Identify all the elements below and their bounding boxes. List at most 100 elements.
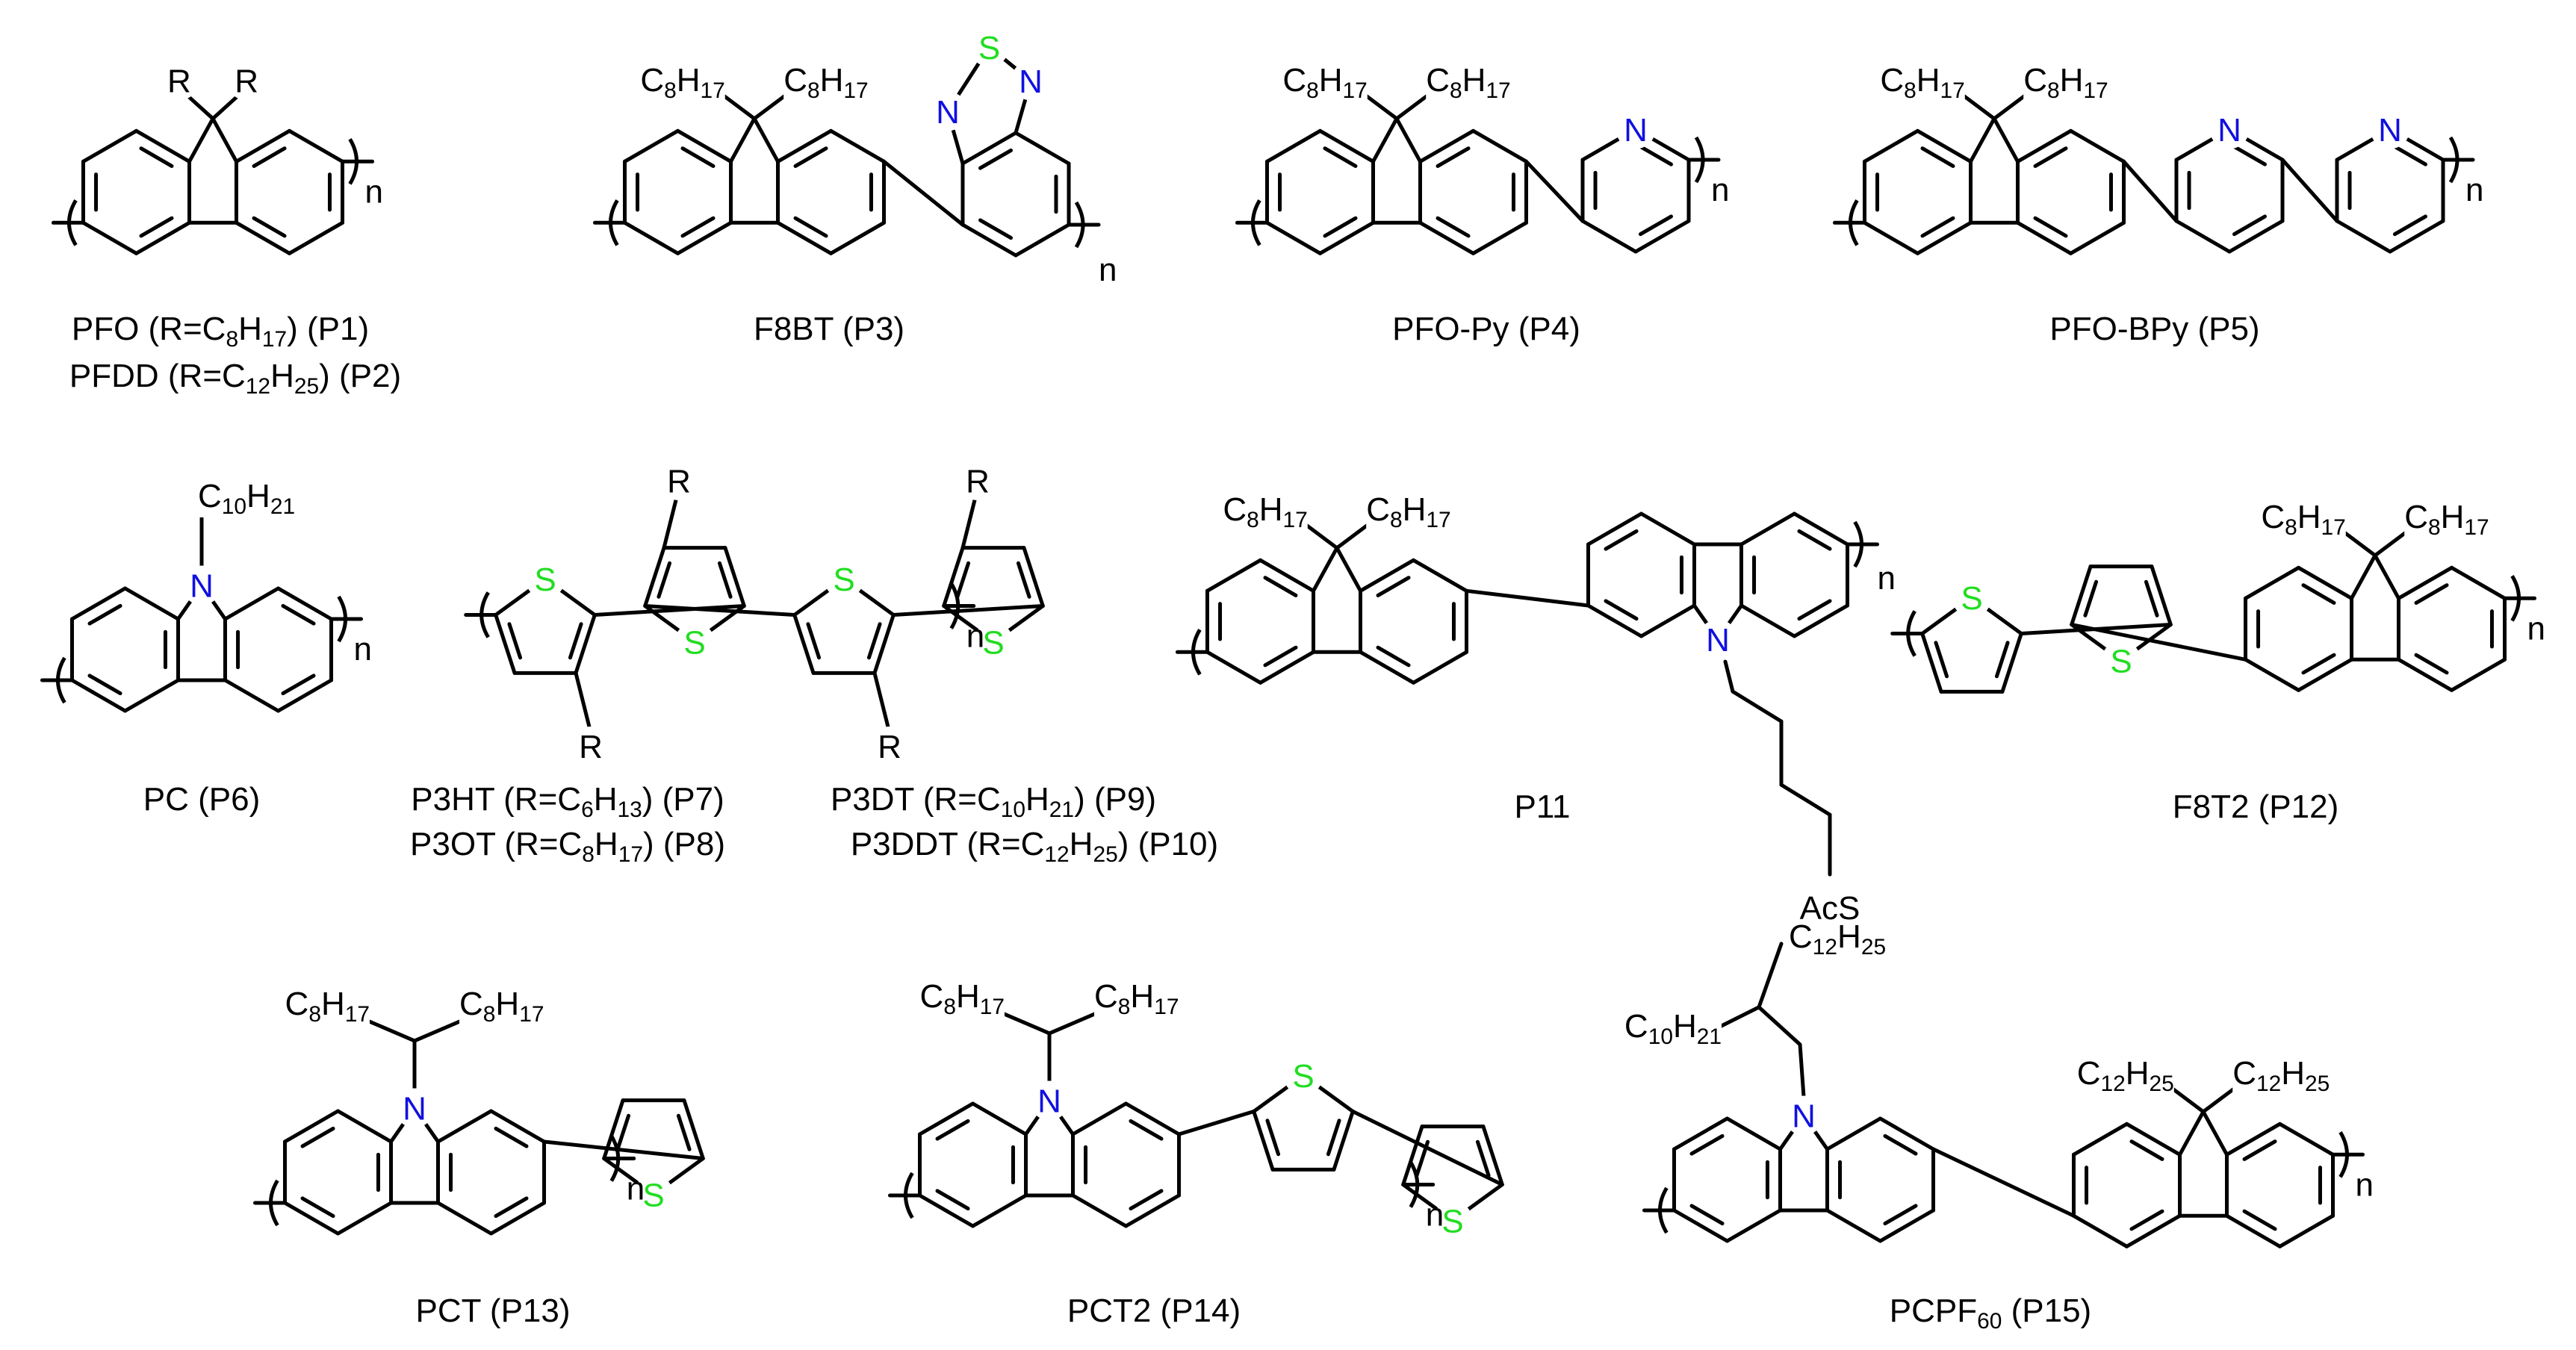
pfo-right-ring <box>234 128 345 255</box>
double-bond-inner <box>2301 653 2336 675</box>
bond <box>1258 558 1316 593</box>
bond <box>2450 657 2507 692</box>
bond <box>2224 1213 2282 1248</box>
bond <box>2174 219 2232 254</box>
pct2-right-ring <box>1070 1101 1182 1228</box>
f8bt-n1: N <box>936 94 960 131</box>
pct2-alkyl-right-mask <box>1094 980 1206 1018</box>
p11-cz-nitrogen-mask <box>1698 619 1738 659</box>
bond <box>829 128 887 164</box>
double-bond-inner <box>1604 529 1639 551</box>
caption-p10: P3DDT (R=C12H25) (P10) <box>851 826 1218 867</box>
double-bond-inner <box>935 1189 970 1211</box>
pc-paren-right <box>337 595 347 643</box>
f8bt-alkyl-right: C8H17 <box>783 62 868 103</box>
double-bond-inner <box>978 148 1014 170</box>
bond <box>276 586 334 621</box>
caption-p13: PCT (P13) <box>415 1293 570 1329</box>
double-bond-inner <box>978 218 1014 240</box>
double-bond-inner <box>1436 146 1471 168</box>
bond <box>622 220 680 255</box>
bond <box>1793 511 1850 547</box>
bond <box>1205 558 1262 593</box>
f8bt-n: n <box>1099 252 1117 288</box>
f8bt-n1-mask <box>928 91 968 131</box>
p3at-r4-mask <box>958 461 998 501</box>
pct2-alkyl-left-mask <box>893 980 1005 1018</box>
p3at-th4-sulfur-mask <box>973 622 1014 662</box>
double-bond-inner <box>1129 1189 1164 1211</box>
pct-paren-left <box>269 1179 279 1227</box>
p11-link <box>1465 588 1590 608</box>
pc-alkyl-mask <box>198 479 310 517</box>
bond <box>829 220 887 255</box>
pct-nitrogen: N <box>403 1091 426 1127</box>
p3at-th2-sulfur: S <box>683 625 705 662</box>
bond <box>2243 565 2300 600</box>
pfobpy-c9-bond <box>1992 116 2020 164</box>
caption-p2: PFDD (R=C12H25) (P2) <box>69 358 401 399</box>
pfo-left-ring <box>81 128 192 255</box>
double-bond-inner <box>2242 1209 2277 1231</box>
p11-paren-left <box>1191 629 1202 676</box>
bond <box>1793 603 1850 638</box>
double-bond-inner <box>507 622 523 660</box>
pct2-alkyl-left: C8H17 <box>920 978 1005 1019</box>
bond <box>1471 128 1529 164</box>
bond <box>1418 128 1475 164</box>
pfopy-alkyl-left: C8H17 <box>1282 62 1367 103</box>
double-bond-inner <box>139 146 174 168</box>
caption-p9: P3DT (R=C10H21) (P9) <box>831 781 1156 822</box>
pcpf-fl-alkyl-left-mask <box>2061 1057 2174 1095</box>
pcpf-n: n <box>2356 1166 2374 1203</box>
double-bond-inner <box>2392 144 2427 167</box>
pct2-paren-right <box>1409 1161 1420 1208</box>
f8bt-benzo-ring <box>960 131 1071 258</box>
caption-p6: PC (P6) <box>143 781 260 818</box>
bond <box>276 678 334 713</box>
pfo-paren-right <box>348 138 359 185</box>
pfo-r-right: R <box>235 63 258 100</box>
bond <box>872 612 896 675</box>
pfopy-n: n <box>1711 172 1729 208</box>
bond <box>1022 546 1045 609</box>
bond <box>2227 219 2285 254</box>
p11-cz-right-ring <box>1739 511 1850 638</box>
bond <box>2069 220 2126 255</box>
pfobpy-link <box>2280 158 2339 223</box>
double-bond-inner <box>1934 641 1949 679</box>
pfobpy-n1-mask <box>2209 109 2250 149</box>
bond <box>1739 511 1796 547</box>
p11-fl-alkyl-right: C8H17 <box>1366 491 1450 532</box>
double-bond-inner <box>1883 1204 1918 1226</box>
double-bond-inner <box>935 1119 970 1141</box>
bond <box>234 128 291 164</box>
f8bt-alkyl-right-mask <box>783 64 896 102</box>
double-bond-inner <box>955 561 971 599</box>
double-bond-inner <box>806 622 822 660</box>
pfobpy-n1: N <box>2217 112 2241 149</box>
pct-alkyl-bond <box>360 1016 417 1043</box>
double-bond-inner <box>1263 645 1298 668</box>
p11-fl-alkyl-right-mask <box>1366 494 1479 531</box>
caption-p14: PCT2 (P14) <box>1067 1293 1241 1329</box>
pct2-paren-left <box>904 1172 914 1219</box>
bond <box>1412 558 1469 593</box>
pfopy-link <box>1524 159 1585 223</box>
pct2-nitrogen-mask <box>1029 1080 1070 1121</box>
f8t2-th2-sulfur: S <box>2110 644 2132 680</box>
pfo-r-right-mask <box>226 60 267 101</box>
f8t2-fl-right-ring <box>2396 565 2507 692</box>
pct2-alkyl-bond <box>1047 1009 1104 1036</box>
pfobpy-c9-bond <box>1969 116 1996 164</box>
double-bond-inner <box>1920 216 1955 238</box>
p3at-r3: R <box>878 729 901 765</box>
bond <box>1258 650 1316 685</box>
double-bond-inner <box>568 622 583 660</box>
pfobpy-right-ring <box>2015 128 2126 255</box>
double-bond-inner <box>2301 583 2336 605</box>
bond <box>1672 1208 1729 1243</box>
p3at-r4: R <box>966 463 990 500</box>
double-bond-inner <box>1638 144 1673 167</box>
